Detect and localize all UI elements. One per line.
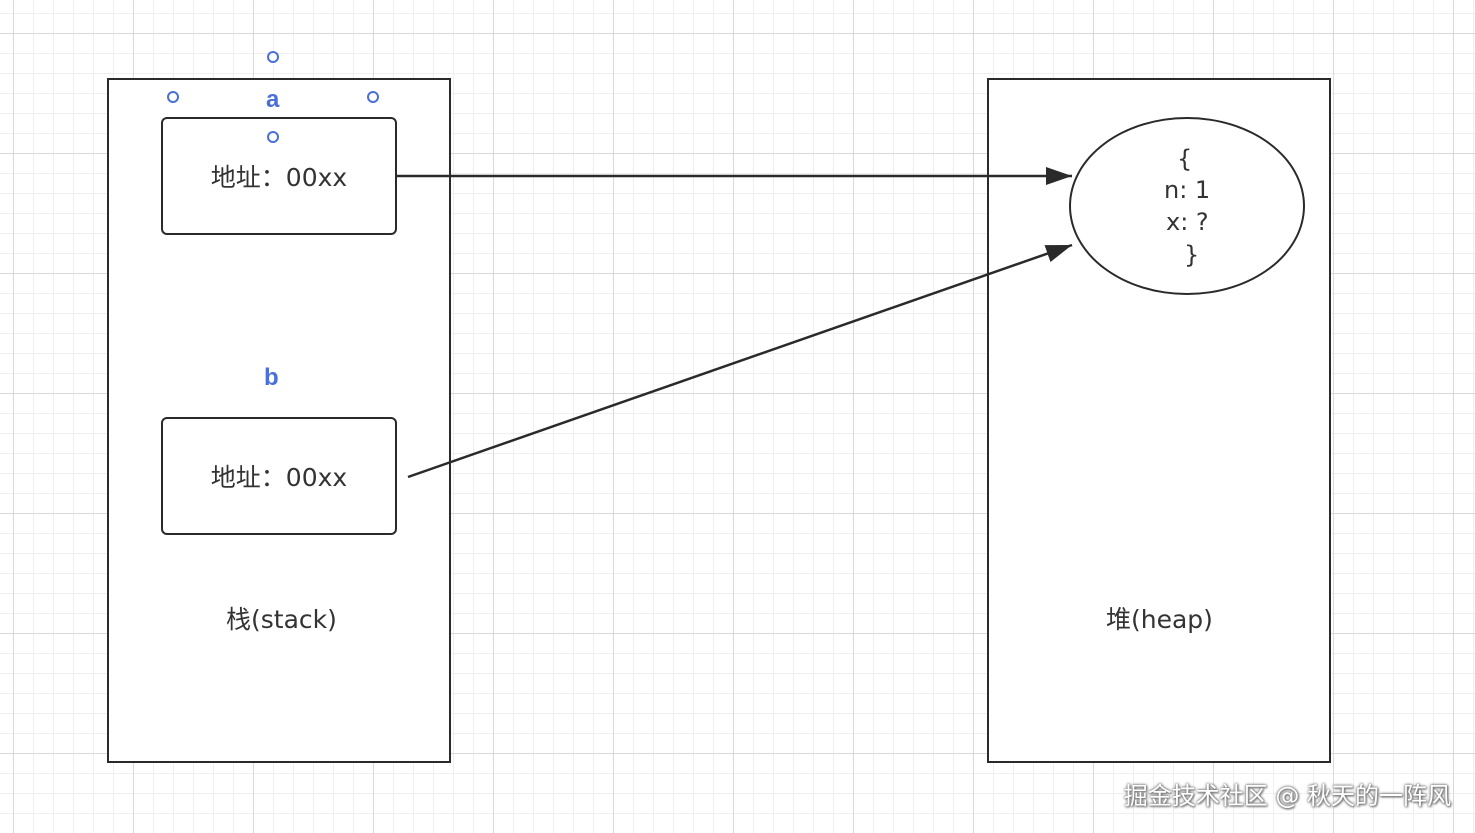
object-property-x: x: ? (1166, 208, 1209, 236)
stack-label: 栈(stack) (226, 605, 337, 634)
arrow-b-to-object[interactable] (407, 243, 1073, 479)
heap-label: 堆(heap) (1106, 605, 1213, 634)
variable-b-address-text: 地址：00xx (210, 463, 348, 492)
object-property-n: n: 1 (1164, 176, 1211, 204)
variable-a-address-box[interactable]: 地址：00xx (161, 117, 397, 235)
selection-handle-right[interactable] (367, 91, 379, 103)
variable-a-label[interactable]: a (266, 86, 280, 113)
variable-b-label[interactable]: b (264, 364, 279, 391)
object-close-brace: } (1184, 241, 1200, 269)
selection-handle-bottom[interactable] (267, 131, 279, 143)
selection-handle-top[interactable] (267, 51, 279, 63)
watermark: 掘金技术社区 @ 秋天的一阵风 (1123, 782, 1451, 810)
heap-object-ellipse[interactable] (1069, 117, 1305, 295)
variable-b-address-box[interactable]: 地址：00xx (161, 417, 397, 535)
object-open-brace: { (1177, 145, 1193, 173)
selection-handle-left[interactable] (167, 91, 179, 103)
variable-a-address-text: 地址：00xx (210, 163, 348, 192)
